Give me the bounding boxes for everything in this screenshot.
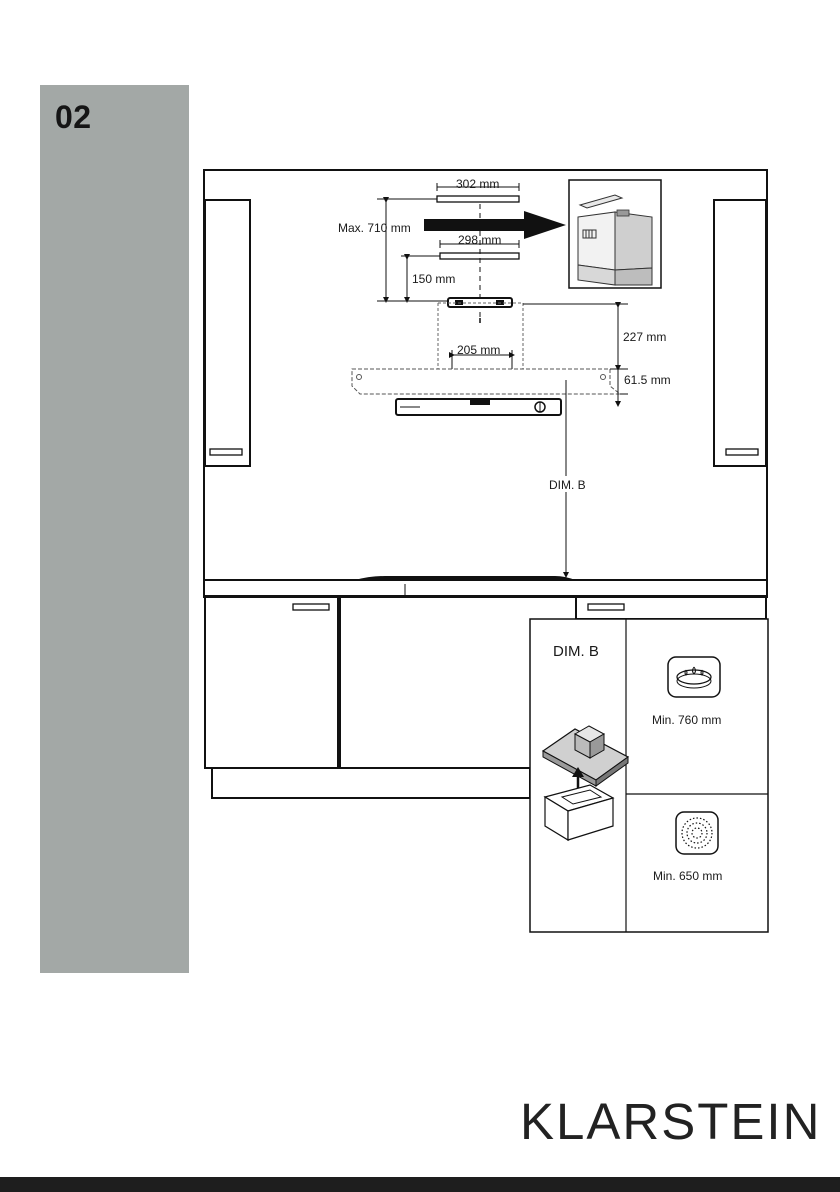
right-wall-cabinet	[714, 200, 766, 466]
bracket-inset	[569, 180, 661, 288]
dim-b-label: DIM. B	[549, 478, 586, 492]
electric-hob-icon	[676, 812, 718, 854]
max-height-label: Max. 710 mm	[338, 221, 411, 235]
electric-min-label: Min. 650 mm	[653, 869, 722, 883]
hood-canopy	[352, 369, 620, 394]
dim-b-panel-title: DIM. B	[553, 643, 599, 660]
bracket-top-label: 302 mm	[456, 177, 499, 191]
spirit-level	[396, 399, 561, 415]
collar-height-label: 227 mm	[623, 330, 666, 344]
mounting-bracket	[448, 298, 512, 323]
gas-burner-icon	[668, 657, 720, 697]
min-height-label: 150 mm	[412, 272, 455, 286]
hood-thickness-label: 61.5 mm	[624, 373, 671, 387]
collar-height-dimension	[523, 304, 628, 369]
footer-bar	[0, 1177, 840, 1192]
collar-width-label: 205 mm	[457, 343, 500, 357]
brand-logo: KLARSTEIN	[520, 1096, 821, 1147]
dim-b-panel	[530, 619, 768, 932]
left-wall-cabinet	[205, 200, 250, 466]
gas-min-label: Min. 760 mm	[652, 713, 721, 727]
